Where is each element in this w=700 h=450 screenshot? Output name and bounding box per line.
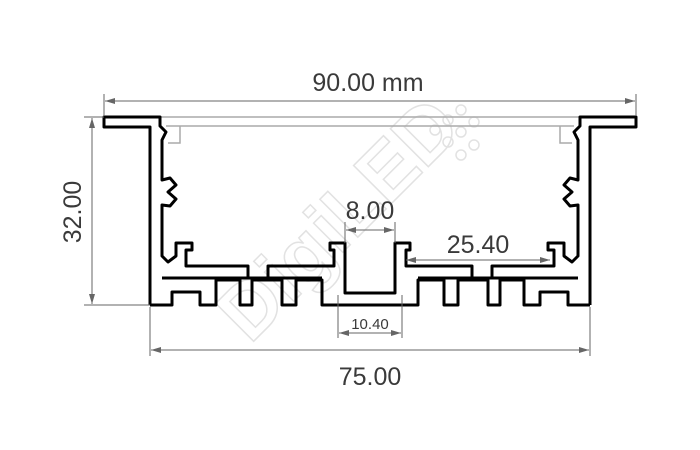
- dim-channel-opening: 8.00: [346, 197, 395, 225]
- dim-height: 32.00: [59, 181, 87, 244]
- profile-upper-contour-left: [102, 115, 370, 305]
- dim-channel-width: 10.40: [351, 316, 389, 333]
- dim-inner-span: 25.40: [447, 231, 510, 259]
- profile-bottom-fins-right: [370, 278, 590, 307]
- dim-base-width: 75.00: [339, 363, 402, 391]
- diffuser-cover: [160, 116, 580, 144]
- dim-overall-width: 90.00 mm: [312, 69, 423, 97]
- dimension-lines: [84, 94, 637, 356]
- profile-bottom-fins-left: [150, 278, 370, 307]
- watermark-dots-icon: [429, 104, 480, 161]
